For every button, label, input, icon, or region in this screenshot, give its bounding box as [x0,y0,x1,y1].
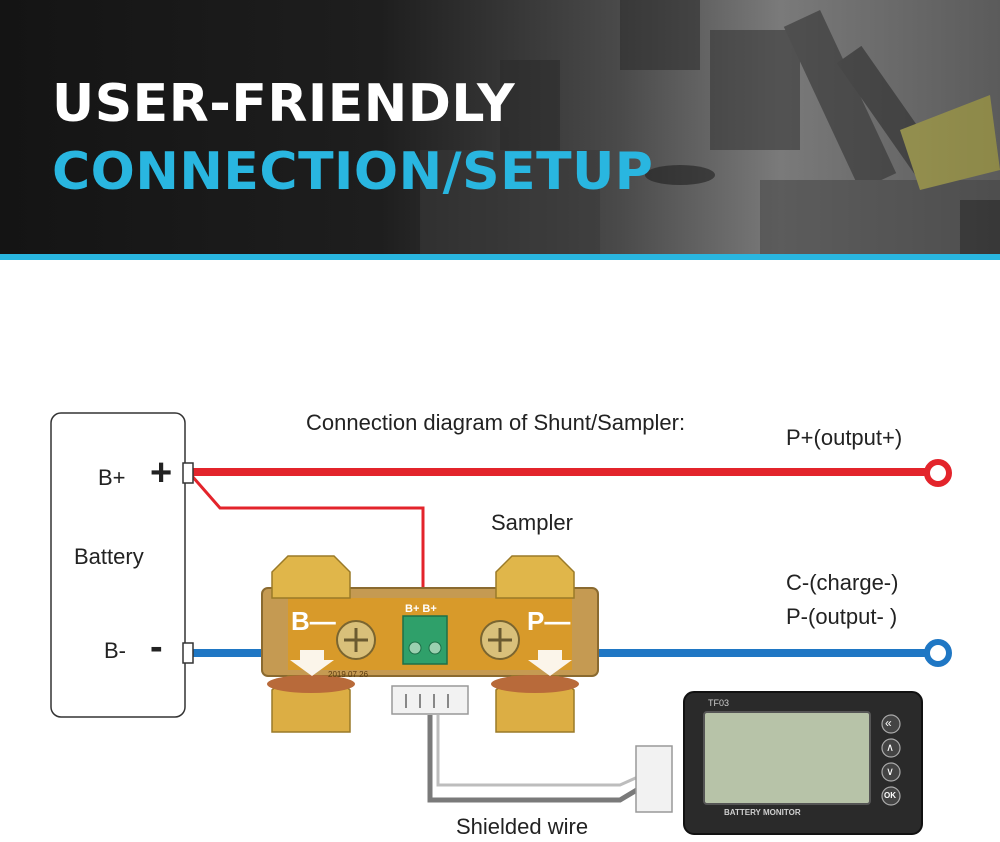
title-line-2: CONNECTION/SETUP [52,142,654,202]
battery-neg-label: B- [104,638,126,663]
monitor-button-up-icon: ∧ [886,742,895,754]
shielded-wire [427,715,642,803]
shunt-terminal-label: B+ B+ [405,603,437,615]
battery-monitor [683,691,923,835]
battery-pos-label: B+ [98,465,126,490]
c-minus-label: C-(charge-) [786,570,899,595]
battery-pos-symbol: + [150,452,173,494]
connection-diagram [50,412,952,835]
monitor-button-down-icon: ∨ [886,766,895,778]
monitor-connector [635,745,673,813]
battery-positive-terminal [182,462,194,484]
shunt-p-minus-mark: P— [527,606,571,636]
p-plus-terminal-icon [924,459,952,487]
title-line-1: USER-FRIENDLY [52,74,516,134]
shielded-wire-inner [436,715,641,787]
shunt-date-stamp: 2019 07 26 [328,670,369,679]
battery-label: Battery [74,544,144,569]
sampler-sense-wire [190,475,425,592]
header-banner: USER-FRIENDLY CONNECTION/SETUP [0,0,1000,254]
battery-neg-symbol: - [150,626,163,668]
shielded-wire-label: Shielded wire [456,814,589,839]
monitor-brand: BATTERY MONITOR [724,808,801,817]
machinery-background-image [420,0,1000,254]
shunt-b-minus-mark: B— [291,606,336,636]
sampler-label: Sampler [491,510,573,535]
monitor-button-back-icon: « [885,716,892,730]
c-p-minus-terminal-icon [924,639,952,667]
battery-negative-terminal [182,642,194,664]
banner-accent-stripe [0,254,1000,260]
p-plus-label: P+(output+) [786,425,903,450]
battery-box [50,412,186,718]
diagram-caption: Connection diagram of Shunt/Sampler: [306,410,686,435]
monitor-button-ok: OK [884,791,896,800]
shunt-sampler [261,555,599,733]
p-minus-label: P-(output- ) [786,604,898,629]
monitor-model: TF03 [708,698,730,708]
